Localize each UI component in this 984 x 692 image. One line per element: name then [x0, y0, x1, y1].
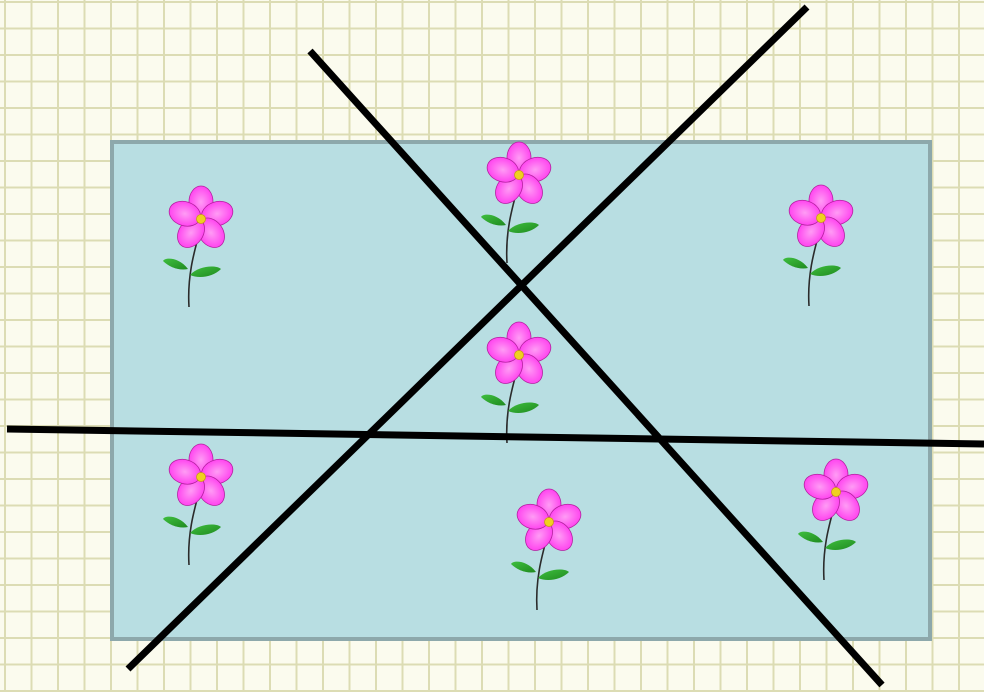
flower-center	[832, 488, 841, 497]
flower-center	[197, 473, 206, 482]
flower-center	[515, 171, 524, 180]
flower-center	[817, 214, 826, 223]
flower-center	[197, 215, 206, 224]
flower-center	[515, 351, 524, 360]
flower-center	[545, 518, 554, 527]
